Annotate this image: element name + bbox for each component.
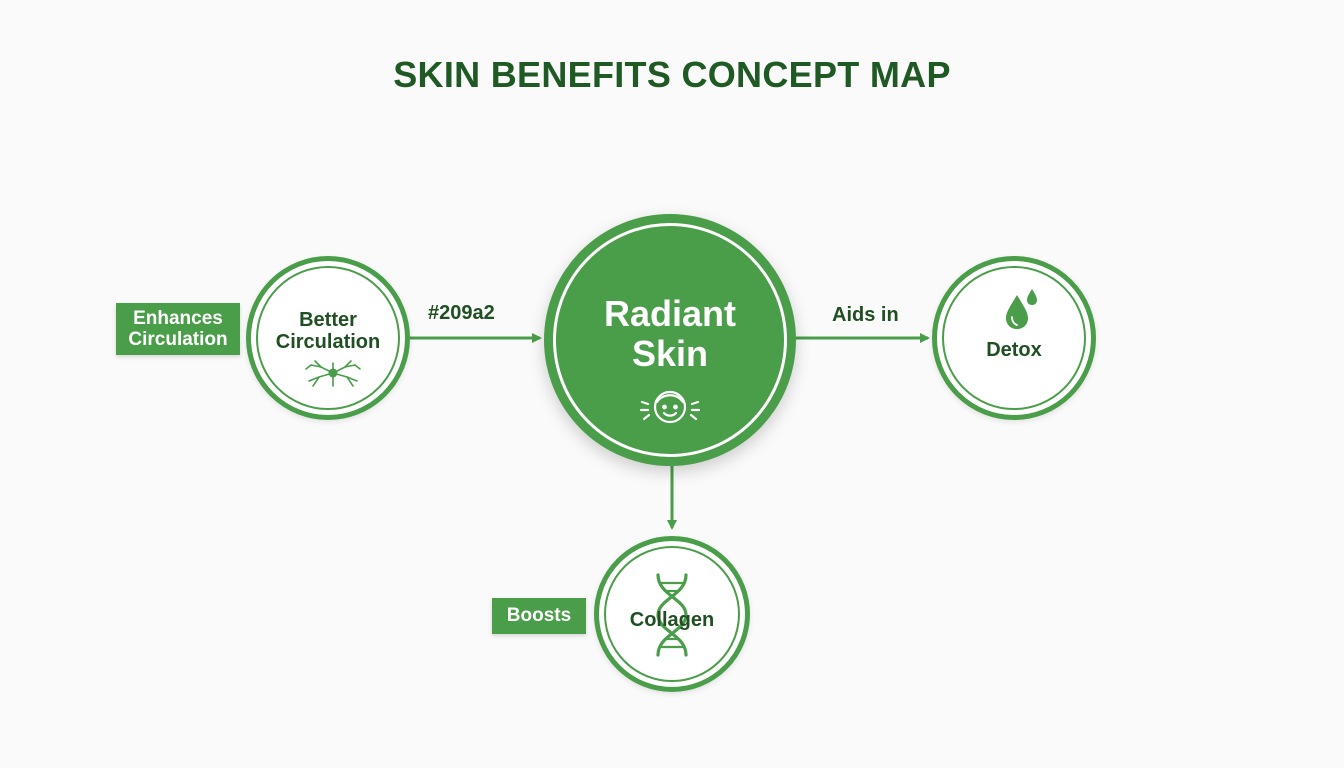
blood-vessel-icon xyxy=(305,360,361,387)
dna-helix-icon xyxy=(656,573,688,657)
node-collagen-label: Collagen xyxy=(629,609,715,631)
glowing-face-icon xyxy=(639,390,701,424)
node-detox: Detox xyxy=(932,256,1096,420)
node-radiant-skin-label: Radiant Skin xyxy=(603,293,736,375)
water-drops-icon xyxy=(1006,289,1037,329)
tag-enhances-circulation: Enhances Circulation xyxy=(116,303,240,355)
edge-label-left: #209a2 xyxy=(428,302,495,324)
edge-label-right: Aids in xyxy=(832,304,899,326)
tag-boosts: Boosts xyxy=(492,598,586,634)
page-title: SKIN BENEFITS CONCEPT MAP xyxy=(393,54,951,95)
node-collagen: Collagen xyxy=(594,536,750,692)
node-better-circulation-label: Better Circulation xyxy=(275,309,381,354)
node-radiant-skin: Radiant Skin xyxy=(544,214,796,466)
node-detox-label: Detox xyxy=(986,339,1042,361)
node-better-circulation: Better Circulation xyxy=(246,256,410,420)
